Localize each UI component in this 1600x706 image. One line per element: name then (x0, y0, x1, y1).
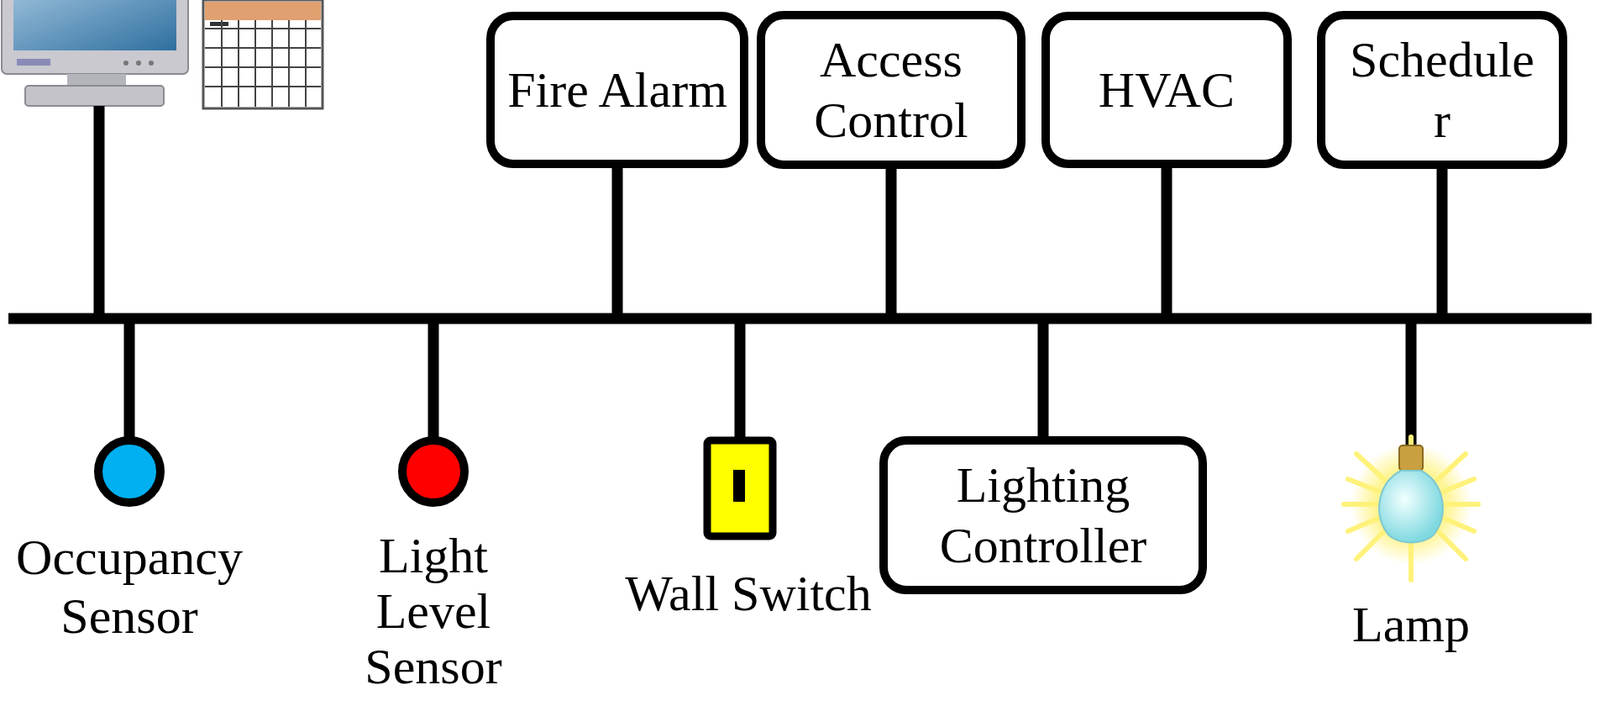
device-label: Occupancy Sensor (3, 527, 256, 646)
bus-stub (886, 159, 898, 319)
calendar-mark (209, 21, 229, 27)
bus-stub (1038, 318, 1050, 441)
device-box: Access Control (756, 10, 1026, 169)
monitor-button (136, 60, 142, 66)
bus-stub (612, 159, 624, 319)
lamp-rays (1343, 436, 1479, 580)
bus-stub (734, 318, 746, 441)
calendar-header (204, 1, 321, 21)
device-name: Schedule r (1343, 29, 1542, 151)
device-box: Lighting Controller (879, 435, 1207, 594)
bus-line (8, 313, 1592, 325)
lamp-icon (1343, 436, 1479, 580)
monitor-neck (67, 73, 126, 86)
calendar-grid (204, 20, 321, 107)
light-sensor-symbol (402, 440, 465, 503)
computer-icon (1, 0, 189, 106)
lamp-bulb (1379, 470, 1443, 543)
bus-stub (1161, 159, 1173, 319)
monitor-base (25, 85, 164, 106)
lamp-base (1399, 445, 1423, 471)
switch-toggle (733, 469, 745, 502)
device-box: HVAC (1041, 11, 1292, 168)
device-name: HVAC (1098, 59, 1235, 121)
device-name: Access Control (777, 29, 1005, 151)
bus-stub (428, 318, 440, 441)
monitor-frame (1, 0, 189, 74)
bus-stub (124, 318, 136, 441)
monitor-badge (16, 58, 51, 66)
device-box: Schedule r (1316, 10, 1568, 169)
bus-stub (94, 105, 105, 319)
monitor-button (123, 60, 129, 66)
monitor-screen (13, 0, 177, 51)
device-label: Lamp (1327, 593, 1496, 655)
bus-stub (1437, 159, 1448, 319)
occupancy-sensor-symbol (98, 440, 161, 503)
calendar-page (203, 0, 323, 109)
lamp-glow (1350, 443, 1472, 565)
device-name: Fire Alarm (507, 59, 728, 121)
device-box: Fire Alarm (486, 11, 749, 168)
bus-stub (1405, 318, 1417, 447)
device-name: Lighting Controller (900, 454, 1186, 576)
wall-switch-symbol (707, 440, 773, 536)
device-label: Wall Switch (605, 562, 892, 624)
calendar-icon (203, 0, 323, 109)
monitor-button (148, 60, 154, 66)
device-label: Light Level Sensor (349, 527, 518, 694)
